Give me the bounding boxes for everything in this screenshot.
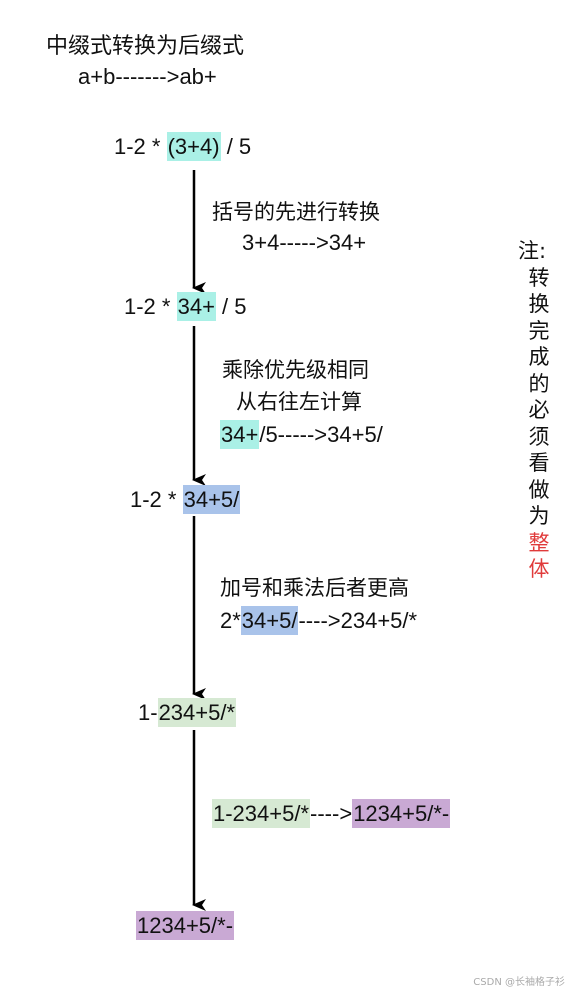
note-2-line-1: 乘除优先级相同 [222, 358, 369, 382]
side-note-char: 须 [528, 424, 550, 449]
step-5-expression: 1234+5/*- [136, 911, 235, 940]
side-note-char: 看 [528, 451, 550, 475]
highlight-cyan: 34+ [220, 420, 260, 449]
step-1-expression: 1-2 * (3+4) / 5 [114, 132, 252, 161]
note-3-text: 加号和乘法后者更高 [220, 576, 409, 600]
watermark: CSDN @长袖格子衫 [473, 977, 565, 988]
highlight-green: 234+5/* [157, 698, 237, 727]
highlight-purple: 1234+5/*- [136, 911, 235, 940]
side-note-char-red: 整 [528, 530, 550, 555]
step-4-expression: 1-234+5/* [138, 698, 237, 727]
step-2-expression: 1-2 * 34+ / 5 [124, 292, 247, 321]
note-2-line-2: 从右往左计算 [236, 390, 362, 414]
diagram-title: 中缀式转换为后缀式 [46, 34, 245, 59]
side-note: 注: 转 换 完 成 的 必 须 看 做 为 整 体 [518, 238, 560, 583]
highlight-green: 1-234+5/* [212, 799, 311, 828]
side-note-char: 成 [528, 345, 550, 369]
side-note-char: 转 [528, 265, 550, 290]
side-note-char: 必 [528, 398, 550, 422]
highlight-blue: 34+5/ [182, 485, 241, 514]
highlight-cyan: (3+4) [166, 132, 221, 161]
highlight-blue: 34+5/ [240, 606, 299, 635]
note-4-rule: 1-234+5/*---->1234+5/*- [212, 799, 451, 828]
side-note-char-red: 体 [528, 557, 550, 581]
note-1-text: 括号的先进行转换 [212, 200, 380, 224]
side-note-char: 换 [528, 292, 550, 316]
highlight-purple: 1234+5/*- [352, 799, 451, 828]
title-example: a+b------->ab+ [78, 64, 217, 89]
side-note-char: 做 [528, 477, 550, 502]
side-note-label: 注: [517, 239, 547, 263]
side-note-char: 为 [528, 504, 550, 528]
highlight-cyan: 34+ [176, 292, 216, 321]
side-note-char: 完 [528, 318, 550, 343]
side-note-char: 的 [528, 371, 550, 396]
note-2-rule: 34+/5----->34+5/ [220, 420, 383, 449]
step-3-expression: 1-2 * 34+5/ [130, 485, 241, 514]
note-3-rule: 2*34+5/---->234+5/* [220, 606, 418, 635]
note-1-rule: 3+4----->34+ [242, 230, 367, 255]
